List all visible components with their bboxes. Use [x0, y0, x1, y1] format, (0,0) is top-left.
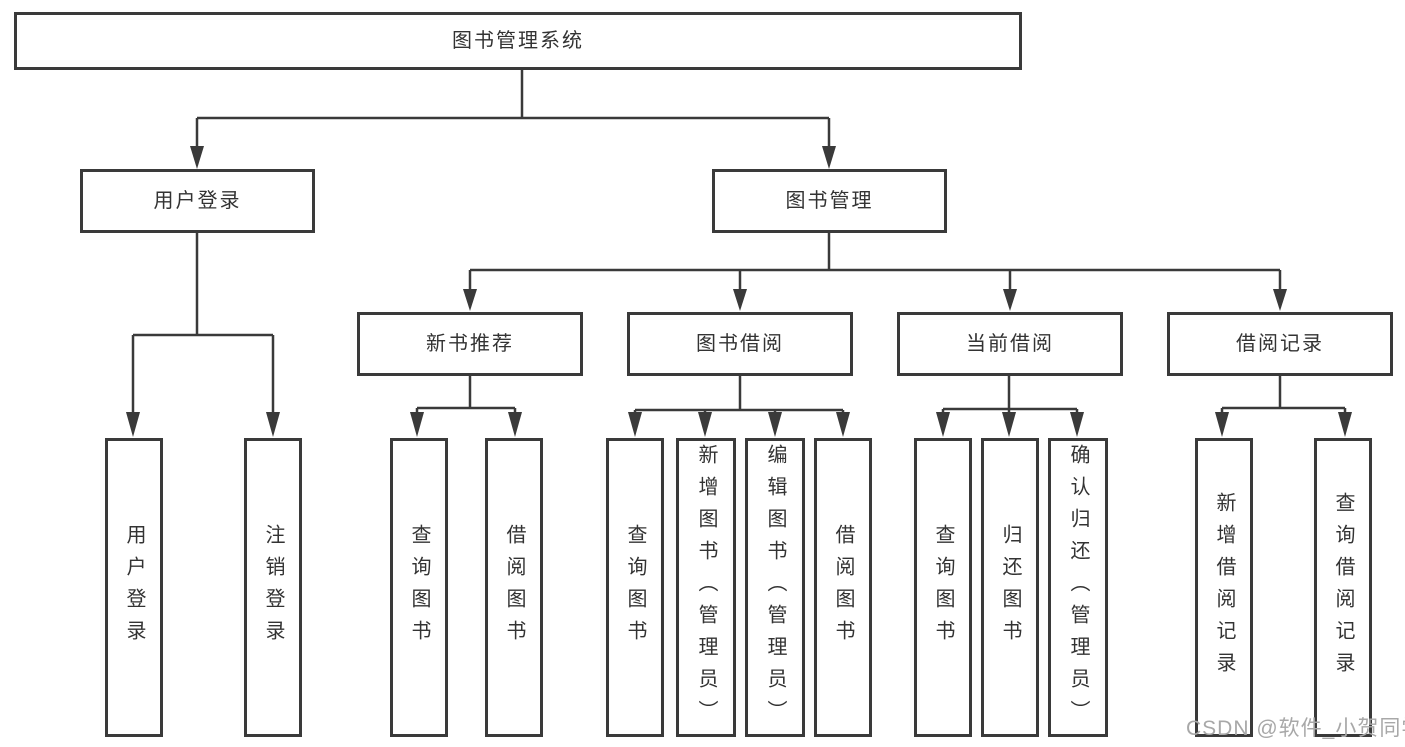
connector-root-to-level2	[195, 70, 831, 147]
node-book-management: 图书管理	[712, 169, 947, 233]
leaf-query-books-recommend-label: 查询图书	[408, 523, 430, 652]
leaf-add-borrow-record: 新增借阅记录	[1195, 438, 1253, 737]
connector-user-login-branch	[131, 233, 275, 413]
leaf-borrow-books-recommend: 借阅图书	[485, 438, 543, 737]
node-book-borrow: 图书借阅	[627, 312, 853, 376]
leaf-logout: 注销登录	[244, 438, 302, 737]
leaf-query-books-current-label: 查询图书	[932, 523, 954, 652]
node-user-login: 用户登录	[80, 169, 315, 233]
leaf-confirm-return-admin: 确认归还（管理员）	[1048, 438, 1108, 737]
leaf-add-books-admin-label: 新增图书（管理员）	[695, 443, 717, 732]
connector-book-mgmt-to-level3	[468, 233, 1282, 290]
csdn-watermark: CSDN @软件_小贺同学	[1186, 717, 1405, 740]
leaf-query-borrow-record: 查询借阅记录	[1314, 438, 1372, 737]
leaf-return-books-label: 归还图书	[999, 523, 1021, 652]
leaf-edit-books-admin-label: 编辑图书（管理员）	[764, 443, 786, 732]
leaf-add-books-admin: 新增图书（管理员）	[676, 438, 736, 737]
connector-book-borrow-branch	[633, 376, 845, 413]
node-current-borrow-label: 当前借阅	[966, 333, 1054, 355]
leaf-edit-books-admin: 编辑图书（管理员）	[745, 438, 805, 737]
node-root-system: 图书管理系统	[14, 12, 1022, 70]
leaf-logout-label: 注销登录	[262, 523, 284, 652]
leaf-add-borrow-record-label: 新增借阅记录	[1213, 491, 1235, 684]
node-user-login-label: 用户登录	[153, 190, 242, 212]
leaf-borrow-books: 借阅图书	[814, 438, 872, 737]
leaf-user-login-label: 用户登录	[123, 523, 145, 652]
node-new-book-recommend: 新书推荐	[357, 312, 583, 376]
leaf-return-books: 归还图书	[981, 438, 1039, 737]
leaf-borrow-books-recommend-label: 借阅图书	[503, 523, 525, 652]
node-borrow-records: 借阅记录	[1167, 312, 1393, 376]
leaf-user-login: 用户登录	[105, 438, 163, 737]
leaf-confirm-return-admin-label: 确认归还（管理员）	[1067, 443, 1089, 732]
leaf-query-books-current: 查询图书	[914, 438, 972, 737]
node-root-label: 图书管理系统	[452, 30, 584, 52]
leaf-query-borrow-record-label: 查询借阅记录	[1332, 491, 1354, 684]
arrowheads-level2	[190, 146, 836, 169]
node-book-borrow-label: 图书借阅	[696, 333, 784, 355]
connector-new-book-branch	[415, 376, 517, 413]
node-new-book-recommend-label: 新书推荐	[426, 333, 514, 355]
node-borrow-records-label: 借阅记录	[1236, 333, 1324, 355]
leaf-query-books-borrow-label: 查询图书	[624, 523, 646, 652]
leaf-borrow-books-label: 借阅图书	[832, 523, 854, 652]
leaf-query-books-borrow: 查询图书	[606, 438, 664, 737]
leaf-query-books-recommend: 查询图书	[390, 438, 448, 737]
arrowheads-level3	[463, 289, 1287, 311]
connector-borrow-records-branch	[1220, 376, 1347, 413]
connector-current-borrow-branch	[941, 376, 1079, 413]
arrowheads-leaves	[410, 412, 1352, 437]
arrowheads-user-login-branch	[126, 412, 280, 437]
node-current-borrow: 当前借阅	[897, 312, 1123, 376]
node-book-management-label: 图书管理	[785, 190, 874, 212]
